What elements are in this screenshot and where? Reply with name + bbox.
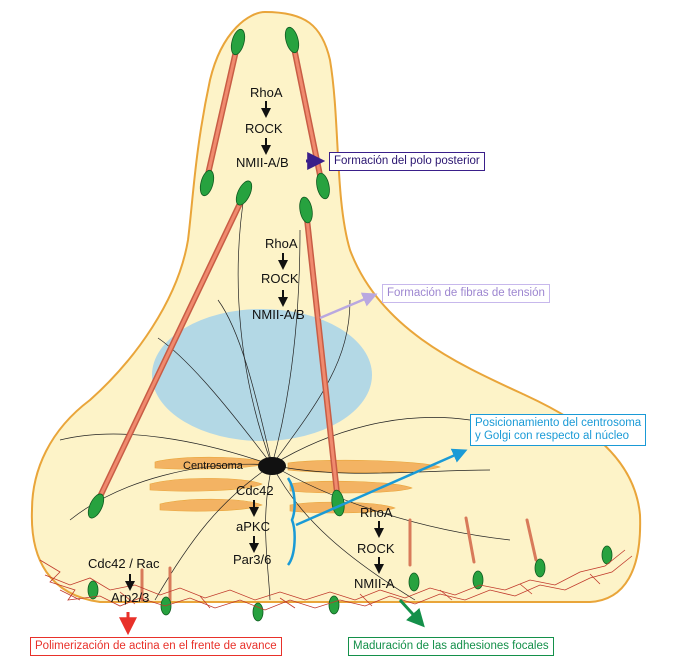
posterior-rhoa-label: RhoA <box>250 86 283 99</box>
actin-polymerization-box: Polimerización de actina en el frente de… <box>30 637 282 656</box>
cdc42-label: Cdc42 <box>236 484 274 497</box>
posterior-nmii-label: NMII-A/B <box>236 156 289 169</box>
arp23-label: Arp2/3 <box>111 591 149 604</box>
stress-fibers-box: Formación de fibras de tensión <box>382 284 550 303</box>
centrosome-positioning-line1: Posicionamiento del centrosoma <box>475 417 641 430</box>
apkc-label: aPKC <box>236 520 270 533</box>
middle-rock-label: ROCK <box>261 272 299 285</box>
centrosome-positioning-line2: y Golgi con respecto al núcleo <box>475 430 641 443</box>
centrosome <box>258 457 286 475</box>
par36-label: Par3/6 <box>233 553 271 566</box>
right-rhoa-label: RhoA <box>360 506 393 519</box>
cdc42-rac-label: Cdc42 / Rac <box>88 557 160 570</box>
middle-rhoa-label: RhoA <box>265 237 298 250</box>
middle-nmii-label: NMII-A/B <box>252 308 305 321</box>
right-rock-label: ROCK <box>357 542 395 555</box>
focal-adhesion-box: Maduración de las adhesiones focales <box>348 637 554 656</box>
right-nmii-label: NMII-A <box>354 577 394 590</box>
centrosome-label: Centrosoma <box>183 461 243 472</box>
centrosome-positioning-box: Posicionamiento del centrosoma y Golgi c… <box>470 414 646 446</box>
posterior-rock-label: ROCK <box>245 122 283 135</box>
posterior-pole-box: Formación del polo posterior <box>329 152 485 171</box>
